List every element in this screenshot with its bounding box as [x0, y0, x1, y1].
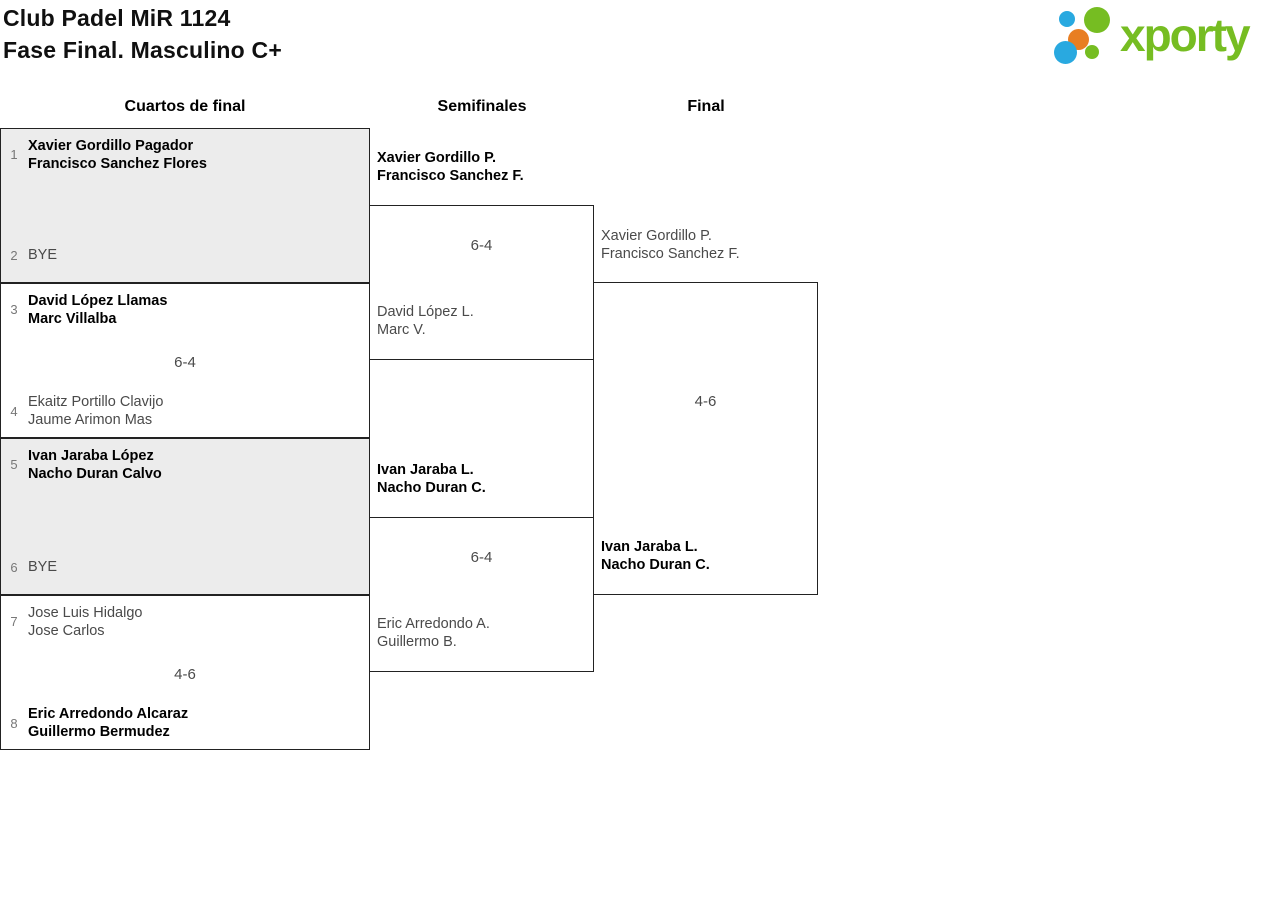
- match-final: Xavier Gordillo P. Francisco Sanchez F. …: [593, 228, 818, 595]
- round-header-semifinals: Semifinales: [437, 98, 527, 115]
- seed-number: 5: [10, 457, 18, 472]
- player-line: Eric Arredondo A.: [377, 616, 490, 632]
- seed-number: 1: [10, 147, 18, 162]
- xporty-wordmark: xporty: [1120, 9, 1251, 61]
- xporty-logo[interactable]: xporty: [1050, 5, 1278, 67]
- player-line: Eric Arredondo Alcaraz: [28, 706, 189, 722]
- seed-number: 7: [10, 614, 18, 629]
- player-line: Francisco Sanchez Flores: [28, 156, 207, 172]
- player-line: Jose Carlos: [28, 623, 105, 639]
- player-line: Ekaitz Portillo Clavijo: [28, 394, 164, 410]
- logo-dot-green-small-icon: [1085, 45, 1099, 59]
- match-score: 4-6: [694, 393, 717, 410]
- team-top: Ivan Jaraba López Nacho Duran Calvo: [28, 447, 162, 483]
- round-header-quarterfinals: Cuartos de final: [124, 98, 246, 115]
- team-bottom: Ekaitz Portillo Clavijo Jaume Arimon Mas: [28, 393, 163, 429]
- phase-name: Fase Final. Masculino C+: [3, 37, 282, 63]
- player-line: Guillermo Bermudez: [28, 724, 170, 740]
- player-line: Francisco Sanchez F.: [601, 246, 740, 262]
- team-top: Xavier Gordillo Pagador Francisco Sanche…: [28, 137, 207, 173]
- round-header-final: Final: [687, 98, 725, 115]
- seed-number: 6: [10, 560, 18, 575]
- player-line: David López Llamas: [28, 293, 168, 309]
- team-top: Xavier Gordillo P. Francisco Sanchez F.: [377, 149, 524, 185]
- team-top: David López Llamas Marc Villalba: [28, 292, 167, 328]
- match-score: 4-6: [174, 666, 196, 683]
- seed-number: 3: [10, 302, 18, 317]
- player-line: Marc Villalba: [28, 311, 117, 327]
- player-line: Ivan Jaraba L.: [601, 539, 698, 555]
- player-line: Francisco Sanchez F.: [377, 168, 524, 184]
- player-line: Nacho Duran C.: [601, 557, 710, 573]
- match-quarterfinal-4: 7 Jose Luis Hidalgo Jose Carlos 4-6 8 Er…: [0, 595, 370, 750]
- player-line: Nacho Duran Calvo: [28, 466, 162, 482]
- team-top: Xavier Gordillo P. Francisco Sanchez F.: [601, 227, 740, 263]
- team-bottom: Eric Arredondo Alcaraz Guillermo Bermude…: [28, 705, 188, 741]
- player-line: Jaume Arimon Mas: [28, 412, 153, 428]
- match-quarterfinal-1: 1 Xavier Gordillo Pagador Francisco Sanc…: [0, 128, 370, 283]
- match-score: 6-4: [470, 549, 493, 566]
- logo-dot-blue-large-icon: [1054, 41, 1077, 64]
- player-line: Xavier Gordillo P.: [601, 228, 712, 244]
- player-line: Ivan Jaraba L.: [377, 462, 474, 478]
- bye-label: BYE: [28, 247, 58, 263]
- match-quarterfinal-2: 3 David López Llamas Marc Villalba 6-4 4…: [0, 283, 370, 438]
- team-top: Ivan Jaraba L. Nacho Duran C.: [377, 461, 486, 497]
- match-semifinal-2: Ivan Jaraba L. Nacho Duran C. 6-4 Eric A…: [369, 462, 594, 672]
- player-line: David López L.: [377, 304, 474, 320]
- match-quarterfinal-3: 5 Ivan Jaraba López Nacho Duran Calvo 6 …: [0, 438, 370, 595]
- team-bottom: Eric Arredondo A. Guillermo B.: [377, 615, 490, 651]
- logo-dot-green-large-icon: [1084, 7, 1110, 33]
- seed-number: 2: [10, 248, 18, 263]
- seed-number: 4: [10, 404, 18, 419]
- page-title: Club Padel MiR 1124 Fase Final. Masculin…: [3, 2, 282, 66]
- bye-label: BYE: [28, 559, 58, 575]
- player-line: Marc V.: [377, 322, 426, 338]
- player-line: Xavier Gordillo P.: [377, 150, 497, 166]
- match-semifinal-1: Xavier Gordillo P. Francisco Sanchez F. …: [369, 150, 594, 360]
- team-top: Jose Luis Hidalgo Jose Carlos: [28, 604, 142, 640]
- player-line: Guillermo B.: [377, 634, 457, 650]
- match-score: 6-4: [174, 354, 196, 371]
- seed-number: 8: [10, 716, 18, 731]
- player-line: Xavier Gordillo Pagador: [28, 138, 194, 154]
- tournament-name: Club Padel MiR 1124: [3, 5, 231, 31]
- team-bottom: David López L. Marc V.: [377, 303, 474, 339]
- logo-dot-blue-small-icon: [1059, 11, 1075, 27]
- player-line: Jose Luis Hidalgo: [28, 605, 143, 621]
- player-line: Nacho Duran C.: [377, 480, 486, 496]
- match-score: 6-4: [470, 237, 493, 254]
- player-line: Ivan Jaraba López: [28, 448, 154, 464]
- team-bottom: Ivan Jaraba L. Nacho Duran C.: [601, 538, 710, 574]
